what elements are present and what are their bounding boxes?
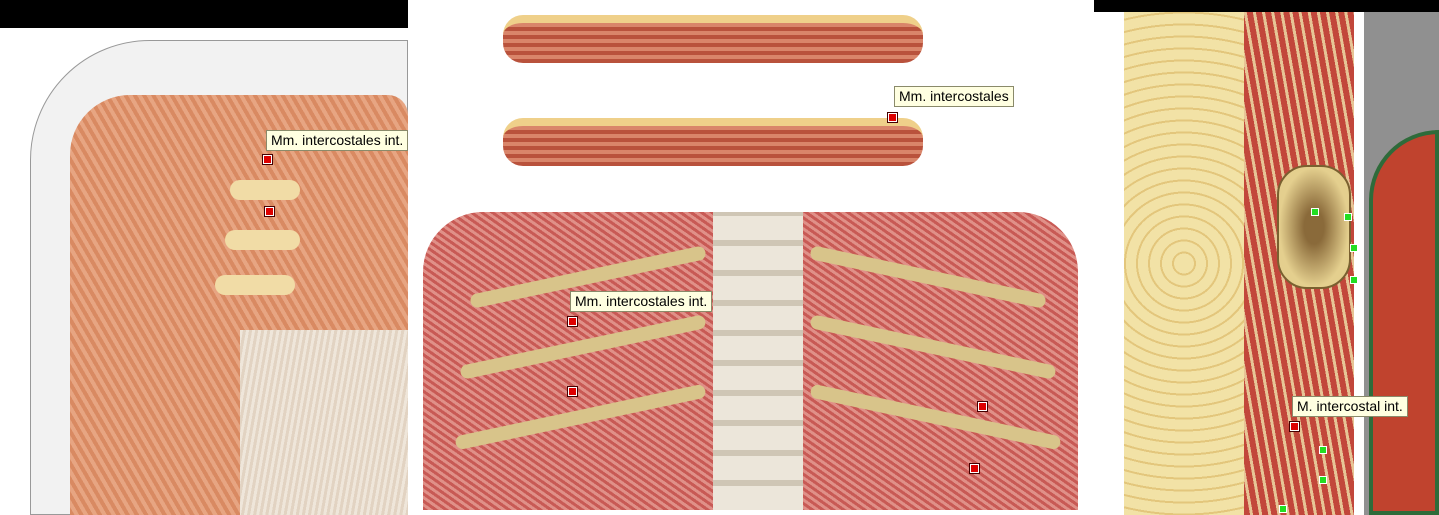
marker-green[interactable] [1350,276,1358,284]
marker-green[interactable] [1279,505,1287,513]
rib [225,230,300,250]
black-bar [1094,0,1439,12]
structure-label[interactable]: Mm. intercostales int. [570,291,713,312]
shoulder-chest-illustration: Mm. intercostales int. [0,0,408,515]
marker-green[interactable] [1319,476,1327,484]
marker[interactable] [887,112,898,123]
fascia-area [240,330,408,515]
black-bar [0,0,408,28]
marker-green[interactable] [1319,446,1327,454]
marker[interactable] [1289,421,1300,432]
marker[interactable] [567,386,578,397]
rib [230,180,300,200]
thoracic-wall-section: M. intercostal int. [1094,0,1439,515]
cross-section [503,15,923,63]
cross-section [503,118,923,166]
rib [215,275,295,295]
marker-green[interactable] [1350,244,1358,252]
marker-green[interactable] [1311,208,1319,216]
structure-label[interactable]: Mm. intercostales [894,86,1014,107]
marker[interactable] [969,463,980,474]
structure-label[interactable]: Mm. intercostales int. [266,130,408,151]
marker-green[interactable] [1344,213,1352,221]
structure-label[interactable]: M. intercostal int. [1292,396,1408,417]
rib-cage-illustration: Mm. intercostales Mm. intercostales int. [408,0,1094,515]
rib-bone [1277,165,1351,289]
marker[interactable] [567,316,578,327]
spine [713,212,803,510]
marker[interactable] [264,206,275,217]
marker[interactable] [262,154,273,165]
heart [1369,130,1439,515]
marker[interactable] [977,401,988,412]
fat-layer [1124,12,1244,515]
